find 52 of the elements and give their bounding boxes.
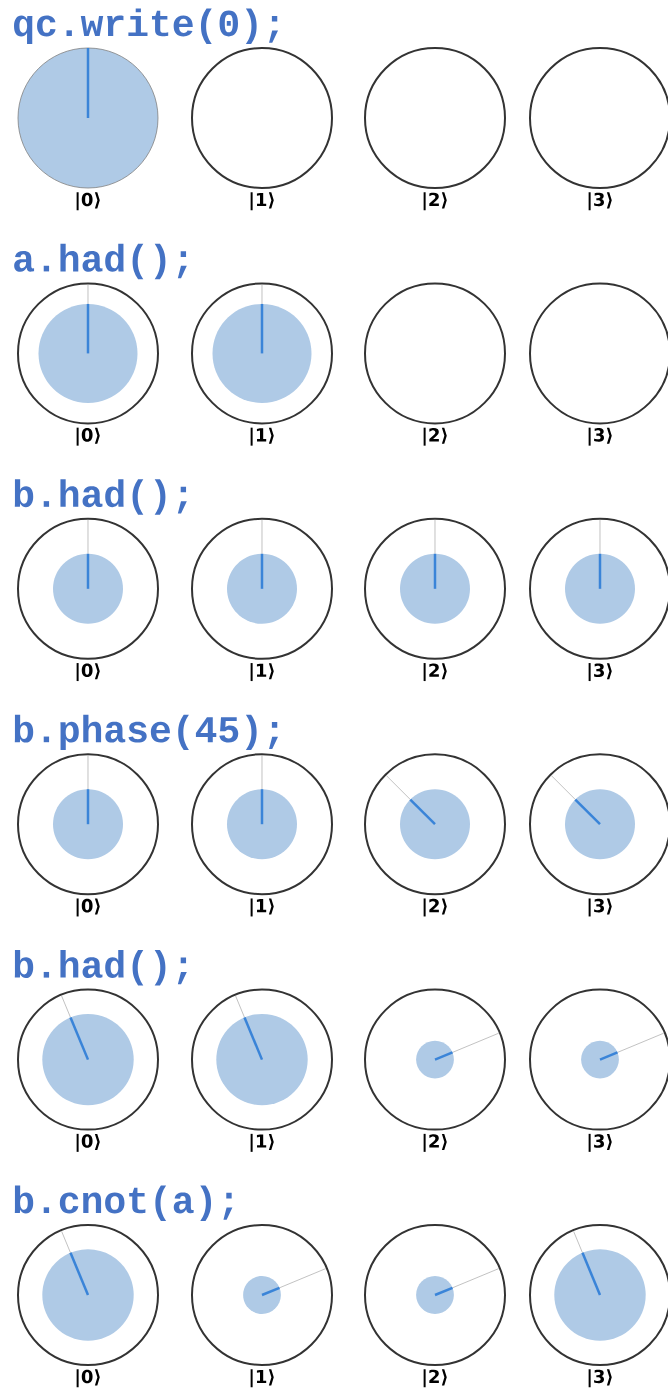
state-circle [364, 47, 506, 189]
state-circle [17, 282, 159, 425]
state-circle [17, 1224, 159, 1366]
code-line: qc.write(0); [14, 8, 278, 44]
state-circle [364, 988, 506, 1131]
state-circle [17, 517, 159, 660]
ket-label: |3⟩ [588, 192, 612, 211]
ket-label: |1⟩ [250, 1133, 274, 1152]
ket-label: |1⟩ [250, 1369, 274, 1388]
ket-label: |0⟩ [76, 898, 100, 917]
ket-label: |1⟩ [250, 898, 274, 917]
state-circle [17, 47, 159, 189]
state-circle [364, 1224, 506, 1366]
ket-label: |0⟩ [76, 1133, 100, 1152]
ket-label: |2⟩ [423, 898, 447, 917]
ket-label: |1⟩ [250, 427, 274, 446]
ket-label: |2⟩ [423, 1369, 447, 1388]
ket-label: |3⟩ [588, 898, 612, 917]
state-circle [191, 988, 333, 1131]
ket-label: |2⟩ [423, 192, 447, 211]
ket-label: |1⟩ [250, 663, 274, 682]
state-circle [529, 753, 668, 896]
ket-label: |3⟩ [588, 663, 612, 682]
ket-label: |2⟩ [423, 427, 447, 446]
state-circle [17, 753, 159, 896]
ket-label: |0⟩ [76, 663, 100, 682]
state-circle [529, 517, 668, 660]
code-line: b.phase(45); [14, 714, 278, 751]
state-circle [364, 753, 506, 896]
ket-label: |3⟩ [588, 1369, 612, 1388]
ket-label: |2⟩ [423, 1133, 447, 1152]
state-circle [529, 988, 668, 1131]
ket-label: |0⟩ [76, 427, 100, 446]
state-circle [191, 47, 333, 189]
state-circle [364, 517, 506, 660]
ket-label: |0⟩ [76, 192, 100, 211]
code-line: b.had(); [14, 950, 187, 986]
ket-label: |1⟩ [250, 192, 274, 211]
state-circle [191, 753, 333, 896]
state-circle [529, 1224, 668, 1366]
code-line: a.had(); [14, 243, 187, 280]
ket-label: |3⟩ [588, 1133, 612, 1152]
state-circle [191, 517, 333, 660]
state-circle [17, 988, 159, 1131]
state-circle [364, 282, 506, 425]
state-circle [191, 1224, 333, 1366]
ket-label: |2⟩ [423, 663, 447, 682]
ket-label: |0⟩ [76, 1369, 100, 1388]
ket-label: |3⟩ [588, 427, 612, 446]
code-line: b.cnot(a); [14, 1185, 233, 1221]
state-circle [191, 282, 333, 425]
code-line: b.had(); [14, 479, 187, 515]
